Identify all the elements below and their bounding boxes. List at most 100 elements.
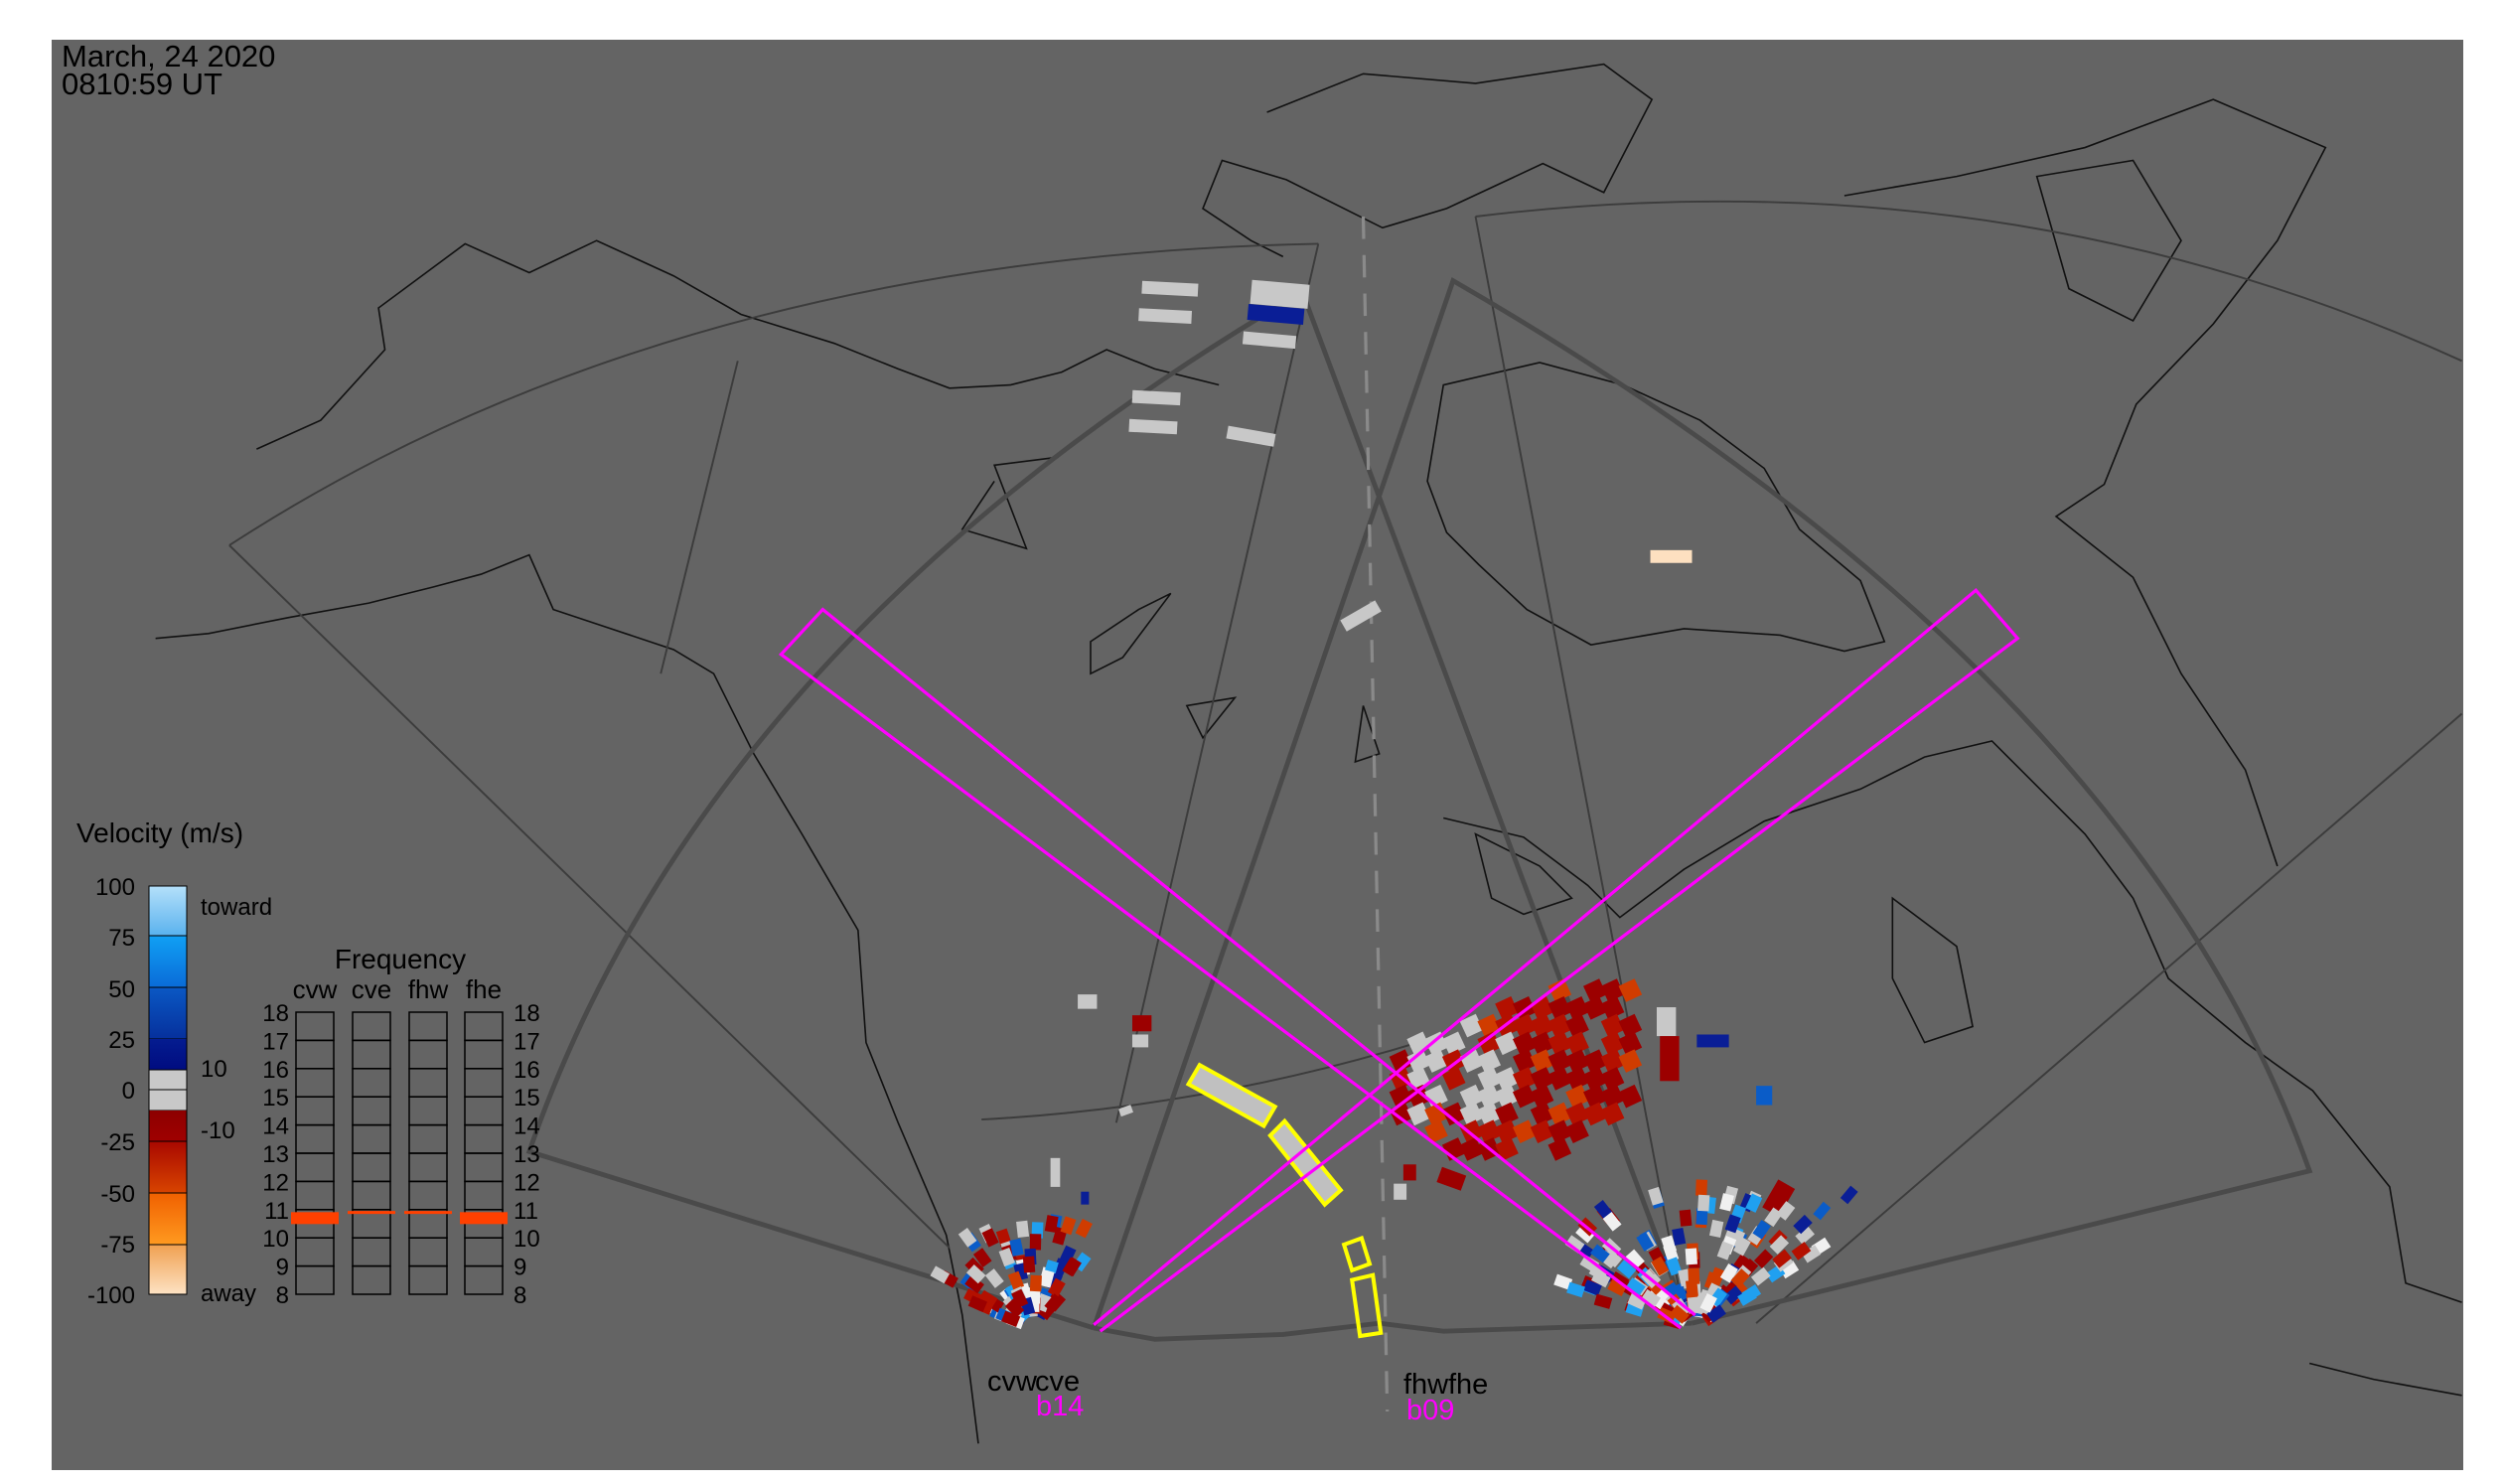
velocity-tick: 75 xyxy=(108,925,135,952)
frequency-column-fhw xyxy=(408,1011,448,1295)
scatter-cell xyxy=(1047,1277,1066,1298)
velocity-tick: -75 xyxy=(100,1232,135,1259)
scatter-cell xyxy=(1553,1273,1573,1290)
scatter-cell xyxy=(1600,978,1625,1002)
scatter-cell xyxy=(1660,1036,1680,1082)
scatter-cell xyxy=(1618,1049,1643,1073)
scatter-cell xyxy=(1512,1031,1537,1056)
scatter-cell xyxy=(1600,1067,1625,1091)
scatter-cell xyxy=(1565,1049,1589,1073)
scatter-cell xyxy=(1741,1284,1762,1303)
scatter-cell xyxy=(1029,1274,1042,1292)
scatter-cell xyxy=(1618,1031,1643,1056)
frequency-column-label: cvw xyxy=(293,974,338,1004)
scatter-cell xyxy=(1547,1049,1572,1073)
scatter-cell xyxy=(1406,1084,1431,1109)
scatter-cell xyxy=(1564,1235,1585,1254)
frequency-tick-right: 9 xyxy=(514,1255,526,1281)
map-background xyxy=(52,40,2463,1470)
scatter-cell xyxy=(1636,1232,1655,1252)
scatter-cell xyxy=(1565,1013,1589,1038)
highlight-box xyxy=(1349,1272,1384,1339)
frequency-tick-right: 11 xyxy=(514,1198,538,1225)
scatter-cell xyxy=(1764,1207,1783,1228)
scatter-cell xyxy=(1138,308,1193,324)
scatter-cell xyxy=(1242,331,1297,350)
frequency-column-label: fhe xyxy=(466,974,502,1004)
velocity-tick: 50 xyxy=(108,976,135,1003)
scatter-cell xyxy=(1565,1102,1589,1126)
scatter-cell xyxy=(1719,1263,1738,1283)
scatter-cell xyxy=(1340,600,1382,632)
scatter-cell xyxy=(984,1268,1004,1288)
highlight-box xyxy=(1185,1062,1278,1129)
scatter-cell xyxy=(964,1274,984,1294)
scatter-cell xyxy=(1695,1208,1708,1226)
frequency-tick-left: 8 xyxy=(276,1282,289,1309)
scatter-cell xyxy=(930,1265,951,1284)
scatter-cell xyxy=(1588,1263,1609,1282)
scatter-cell xyxy=(1600,1031,1625,1056)
frequency-tick-left: 17 xyxy=(262,1028,289,1055)
radar-label-cve: cve xyxy=(1035,1366,1080,1398)
scatter-cell xyxy=(1583,1067,1607,1091)
scatter-cell xyxy=(1618,978,1643,1002)
scatter-cell xyxy=(1582,1279,1602,1296)
scatter-cell xyxy=(1495,1119,1519,1143)
scatter-cell xyxy=(972,1248,992,1267)
scatter-cell xyxy=(1566,1281,1585,1298)
scatter-cell xyxy=(1007,1270,1025,1290)
frequency-tick-left: 9 xyxy=(276,1255,289,1281)
scatter-cell xyxy=(1688,1267,1700,1285)
scatter-cell xyxy=(1250,279,1310,309)
scatter-cell xyxy=(1424,1049,1448,1073)
scatter-cell xyxy=(1495,1102,1519,1126)
velocity-ticks: 100 75 50 25 0 -25 -50 -75 -100 xyxy=(87,874,135,1309)
scatter-cell xyxy=(1651,1256,1670,1276)
frequency-column-fhe xyxy=(464,1011,504,1295)
highlighted-gates xyxy=(1185,1062,1384,1339)
frequency-marker xyxy=(404,1211,452,1215)
scatter-cell xyxy=(1793,1214,1813,1235)
scatter-cell xyxy=(1756,1086,1773,1106)
velocity-legend-title: Velocity (m/s) xyxy=(76,817,243,848)
scatter-cell xyxy=(1719,1193,1734,1212)
scatter-cell xyxy=(1441,1102,1466,1126)
frequency-tick-right: 17 xyxy=(514,1028,540,1055)
scatter-cell xyxy=(1530,1084,1554,1109)
scatter-cell xyxy=(1724,1214,1741,1234)
scatter-cell xyxy=(1671,1282,1689,1302)
scatter-cell xyxy=(1565,1067,1589,1091)
frequency-tick-left: 15 xyxy=(262,1085,289,1112)
scatter-cell xyxy=(1459,1013,1484,1038)
scatter-cell xyxy=(1600,1102,1625,1126)
scatter-cell xyxy=(957,1227,977,1248)
scatter-cell xyxy=(1697,1194,1710,1212)
frequency-title: Frequency xyxy=(335,944,466,974)
beam-cve-b14 xyxy=(1093,587,2020,1333)
scatter-cell xyxy=(1565,1084,1589,1109)
scatter-cell xyxy=(1226,425,1276,447)
scatter-cell xyxy=(1641,1288,1661,1308)
scatter-cell xyxy=(1600,1084,1625,1109)
scatter-cell xyxy=(977,1289,998,1308)
date-label: March, 24 2020 xyxy=(62,39,275,74)
radar-label-cvw: cvw xyxy=(987,1366,1038,1398)
gray-upper-label: 10 xyxy=(201,1056,227,1083)
scatter-cell xyxy=(1011,1288,1029,1309)
scatter-cell xyxy=(1801,1245,1822,1263)
frequency-tick-left: 13 xyxy=(262,1141,289,1168)
scatter-cell xyxy=(1477,1067,1502,1091)
scatter-cell xyxy=(1530,1049,1554,1073)
scatter-cell xyxy=(1627,1292,1647,1310)
scatter-cell xyxy=(1618,1013,1643,1038)
frequency-tick-left: 16 xyxy=(262,1057,289,1084)
scatter-cell xyxy=(1016,1220,1030,1239)
scatter-cell xyxy=(1583,1102,1607,1126)
scatter-cell xyxy=(1590,1244,1610,1263)
scatter-cell xyxy=(1547,1102,1572,1126)
scatter-cell xyxy=(1004,1298,1025,1318)
scatter-cell xyxy=(1583,1049,1607,1073)
scatter-cell xyxy=(1009,1238,1024,1257)
scatter-cell xyxy=(1583,996,1607,1020)
